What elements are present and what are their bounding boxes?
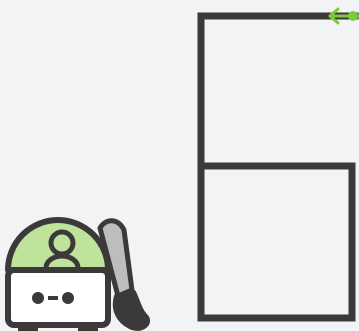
start-dot [348, 11, 358, 21]
avatar-foot-right [78, 322, 98, 331]
avatar-foot-left [18, 322, 38, 331]
drawing-path [197, 12, 359, 322]
arrow-left-icon [328, 7, 352, 25]
paint-brush-icon [97, 218, 151, 331]
avatar-figure [43, 229, 81, 269]
avatar-eye-left [32, 292, 44, 304]
paint-robot-icon [5, 217, 151, 331]
start-marker [328, 7, 358, 25]
avatar-eye-right [62, 292, 74, 304]
